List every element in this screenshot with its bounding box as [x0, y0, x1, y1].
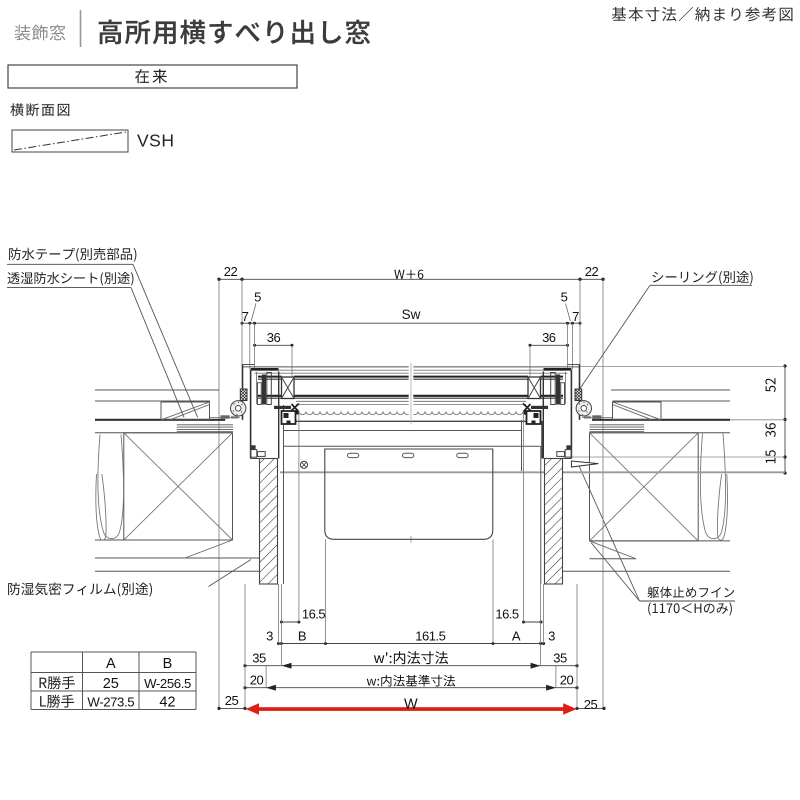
svg-text:35: 35 — [252, 651, 266, 666]
svg-text:B: B — [163, 656, 173, 672]
svg-text:W-273.5: W-273.5 — [87, 695, 134, 710]
svg-text:25: 25 — [225, 693, 239, 708]
svg-text:35: 35 — [553, 651, 567, 666]
svg-text:25: 25 — [584, 697, 598, 712]
svg-text:36: 36 — [542, 330, 556, 345]
svg-text:B: B — [298, 629, 306, 644]
svg-text:20: 20 — [250, 673, 264, 688]
svg-text:3: 3 — [266, 629, 273, 644]
svg-text:7: 7 — [572, 309, 579, 324]
svg-text:25: 25 — [103, 676, 119, 692]
svg-text:A: A — [106, 656, 116, 672]
svg-text:W-256.5: W-256.5 — [144, 676, 191, 691]
svg-text:5: 5 — [254, 290, 261, 305]
svg-text:A: A — [512, 629, 521, 644]
svg-text:22: 22 — [585, 264, 599, 279]
svg-text:22: 22 — [224, 264, 238, 279]
svg-text:VSH: VSH — [137, 131, 174, 151]
svg-text:161.5: 161.5 — [415, 629, 445, 644]
svg-text:16.5: 16.5 — [302, 607, 326, 622]
svg-text:20: 20 — [560, 673, 574, 688]
svg-text:42: 42 — [159, 695, 175, 711]
svg-text:16.5: 16.5 — [495, 607, 519, 622]
svg-text:Sw: Sw — [402, 307, 421, 322]
svg-text:7: 7 — [242, 309, 249, 324]
svg-text:5: 5 — [561, 290, 568, 305]
svg-text:36: 36 — [267, 330, 281, 345]
svg-text:3: 3 — [548, 629, 555, 644]
svg-text:W: W — [404, 696, 418, 712]
